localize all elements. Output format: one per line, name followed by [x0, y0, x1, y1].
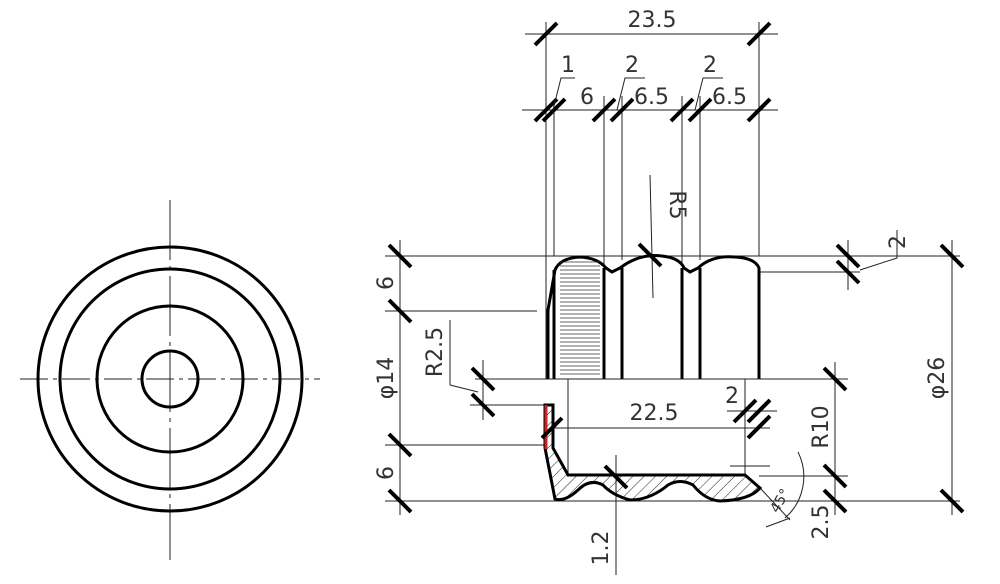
- body-outline: [546, 254, 761, 379]
- roughness-1: 1: [561, 53, 575, 78]
- dim-length-a: 6: [580, 85, 594, 110]
- dim-chamfer-angle: 45°: [767, 486, 793, 516]
- dim-length-c: 6.5: [712, 85, 747, 110]
- bore-circle: [95, 304, 245, 454]
- hole-circle: [140, 349, 200, 409]
- dim-outer-diameter: φ26: [925, 357, 950, 400]
- dim-chamfer-height: 2.5: [809, 505, 834, 540]
- end-view: [20, 200, 320, 560]
- dim-wall-thickness: 1.2: [589, 531, 614, 566]
- knurl-pattern: [560, 261, 600, 375]
- section-hatch: [543, 403, 763, 503]
- outer-circle: [36, 245, 304, 513]
- roughness-2: 2: [625, 53, 639, 78]
- dim-length-b: 6.5: [634, 85, 669, 110]
- roughness-3: 2: [703, 53, 717, 78]
- dim-groove-depth: 2: [886, 235, 911, 249]
- dim-groove-radius: R5: [664, 190, 689, 219]
- dim-wall-step: 2: [725, 384, 739, 409]
- dim-inner-length: 22.5: [630, 401, 679, 426]
- dim-inner-radius: R10: [809, 405, 834, 448]
- dim-fillet-radius: R2.5: [423, 327, 448, 377]
- dim-bottom-height: 6: [374, 466, 399, 480]
- dim-bore-diameter: φ14: [374, 357, 399, 400]
- groove-circle: [58, 267, 282, 491]
- dim-top-height: 6: [374, 276, 399, 290]
- side-view: 23.5 1 6 2 6.5 2 6.5 R5 2 φ26 6 φ14 6 R2…: [374, 8, 965, 575]
- dim-overall-length: 23.5: [628, 8, 677, 33]
